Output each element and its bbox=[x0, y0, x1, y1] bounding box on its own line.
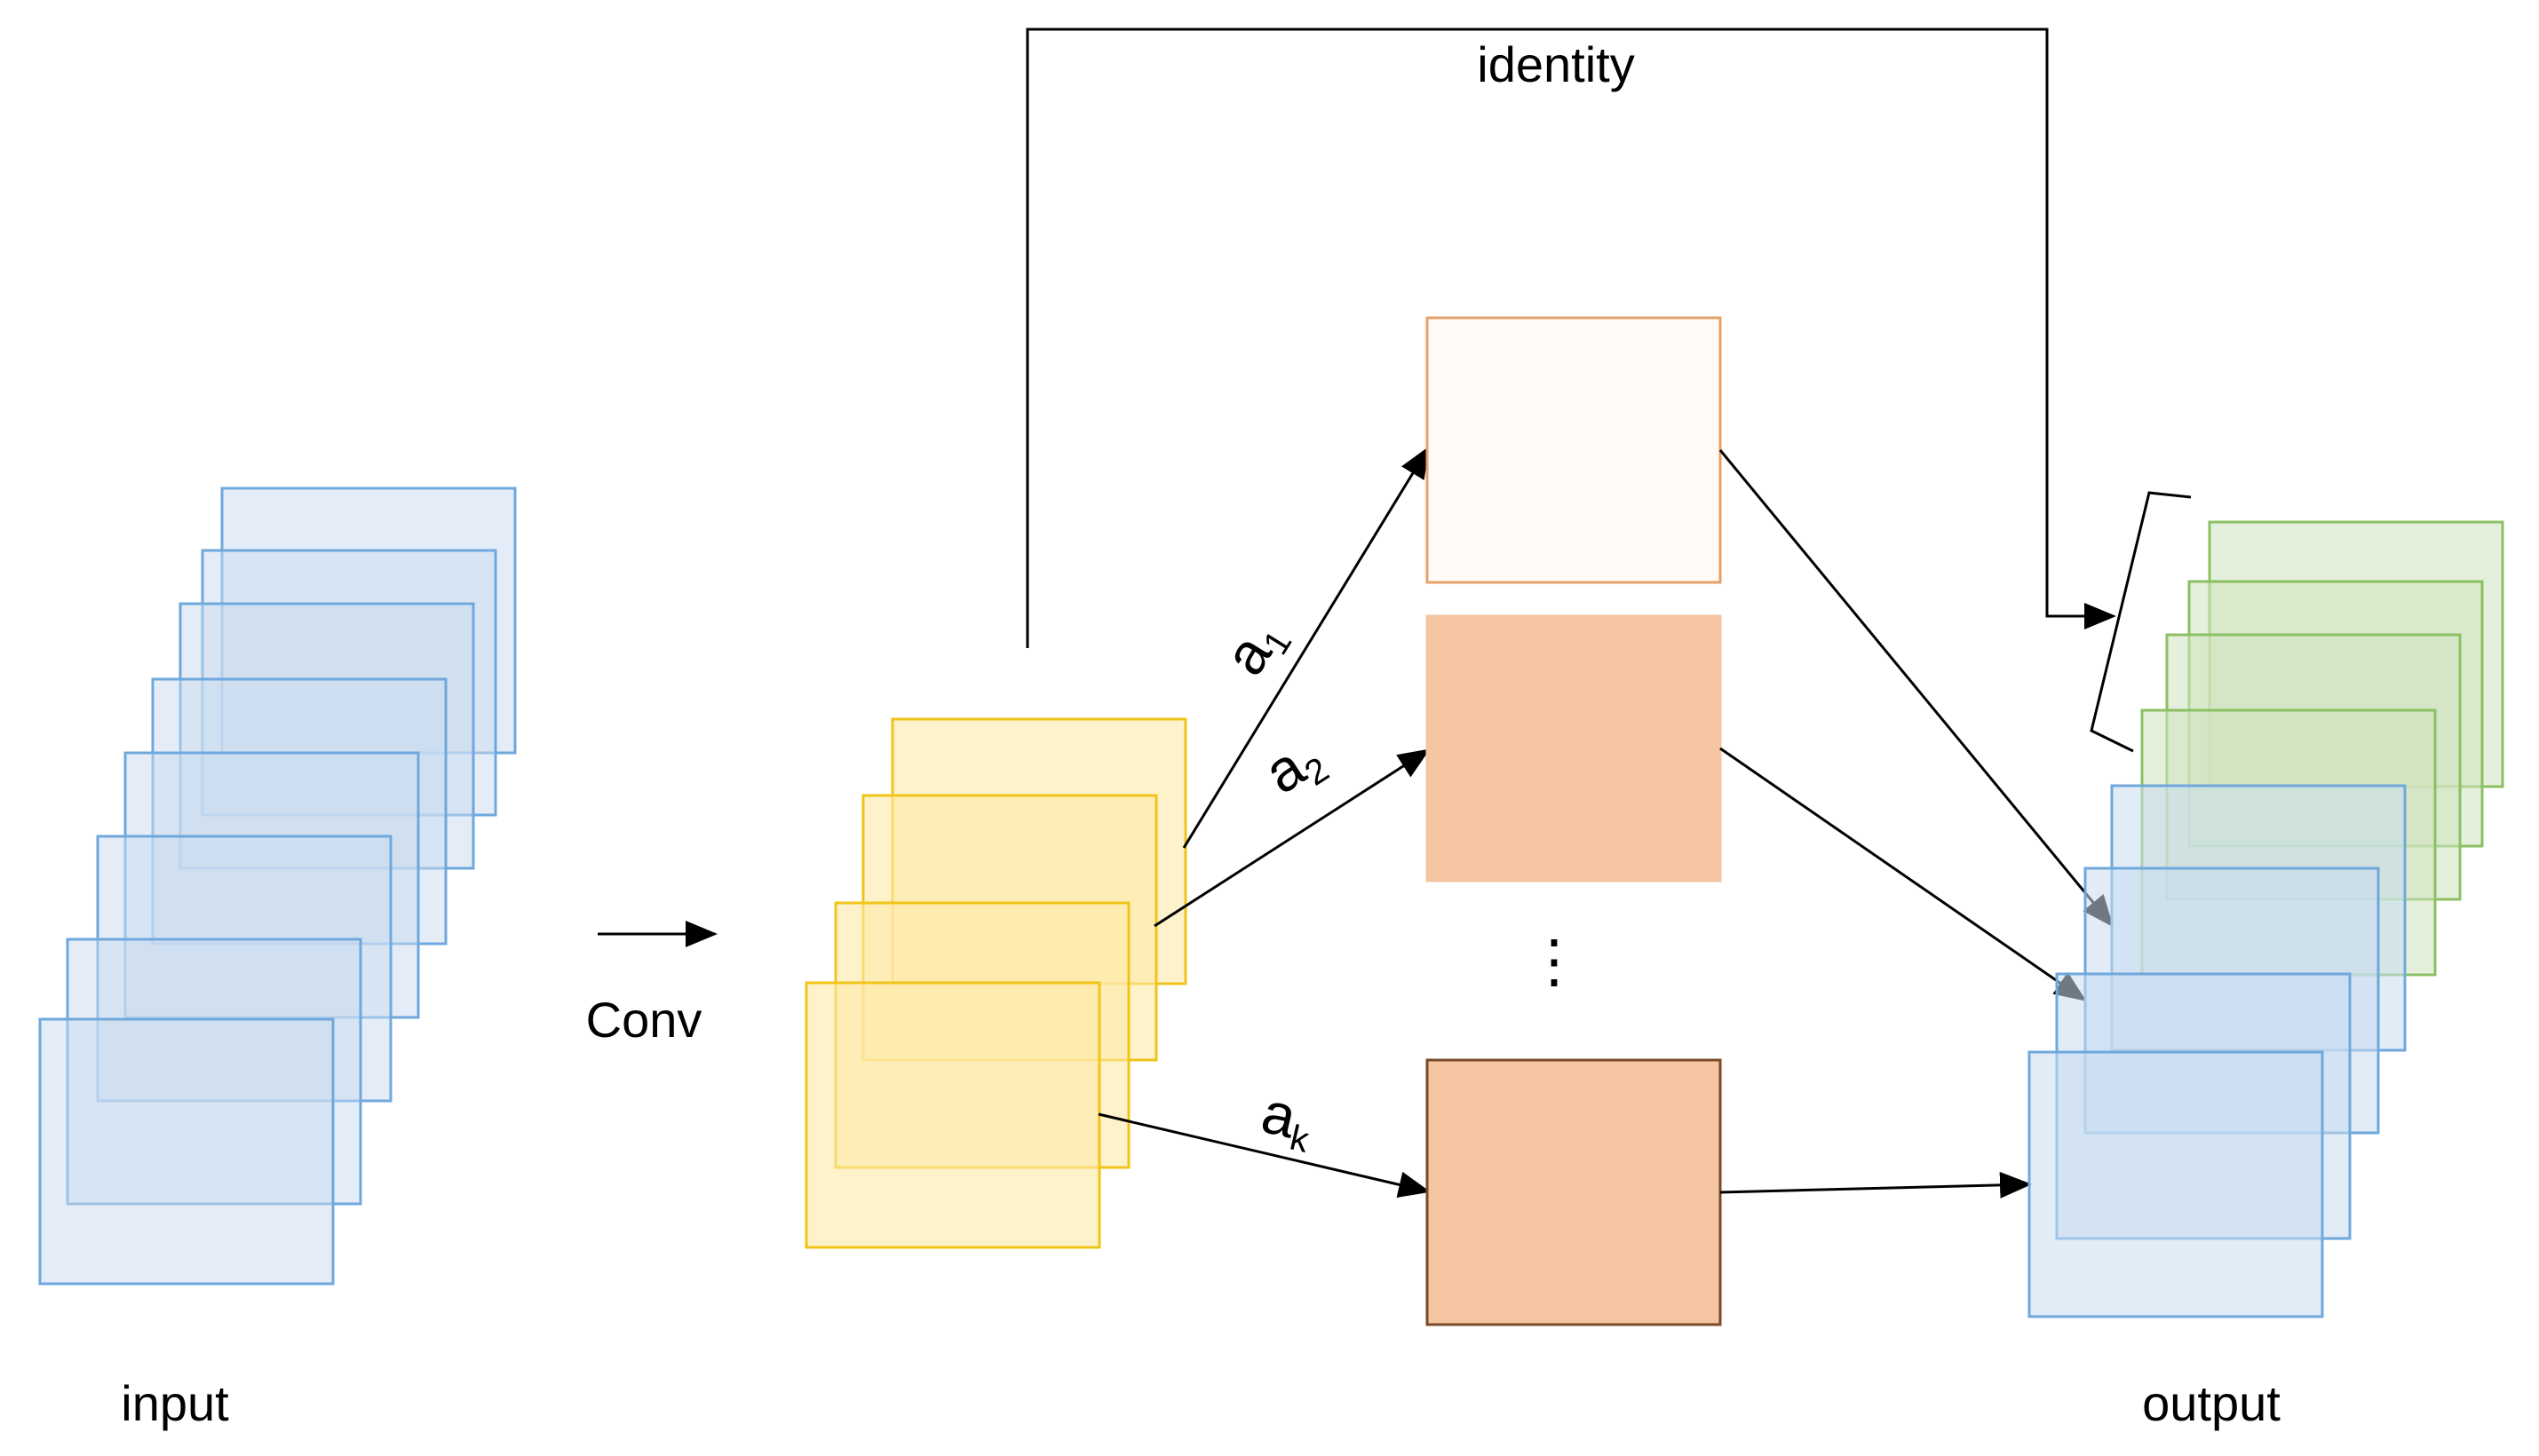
output-operation-maps bbox=[2027, 784, 2407, 1318]
branch-arrow-ak bbox=[1098, 1112, 1431, 1199]
identity-connection bbox=[1026, 28, 2116, 648]
conv-label: Conv bbox=[586, 992, 702, 1048]
weight-label-a2: a2 bbox=[1253, 723, 1337, 811]
output-label: output bbox=[2142, 1375, 2281, 1431]
ellipsis-dots: ⋮ bbox=[1525, 928, 1583, 993]
input-feature-maps bbox=[38, 487, 517, 1286]
identity-label: identity bbox=[1477, 36, 1634, 92]
operation-box-1 bbox=[1425, 316, 1722, 584]
branch-arrow-a1 bbox=[1182, 446, 1430, 849]
operation-box-k bbox=[1425, 1058, 1722, 1326]
operation-box-2 bbox=[1425, 614, 1722, 882]
weight-label-ak: ak bbox=[1255, 1079, 1321, 1160]
input-label: input bbox=[121, 1375, 229, 1431]
output-arrow-k bbox=[1719, 1171, 2032, 1199]
input-map bbox=[38, 1017, 335, 1286]
conv-feature-maps bbox=[805, 717, 1187, 1249]
output-bracket bbox=[2090, 491, 2192, 753]
output-arrow-2 bbox=[1719, 747, 2087, 1001]
branch-arrow-a2 bbox=[1154, 748, 1431, 928]
output-blue-map bbox=[2027, 1050, 2324, 1318]
conv-map bbox=[805, 981, 1101, 1249]
weight-label-a1: a1 bbox=[1210, 606, 1299, 689]
output-arrow-1 bbox=[1718, 449, 2114, 928]
